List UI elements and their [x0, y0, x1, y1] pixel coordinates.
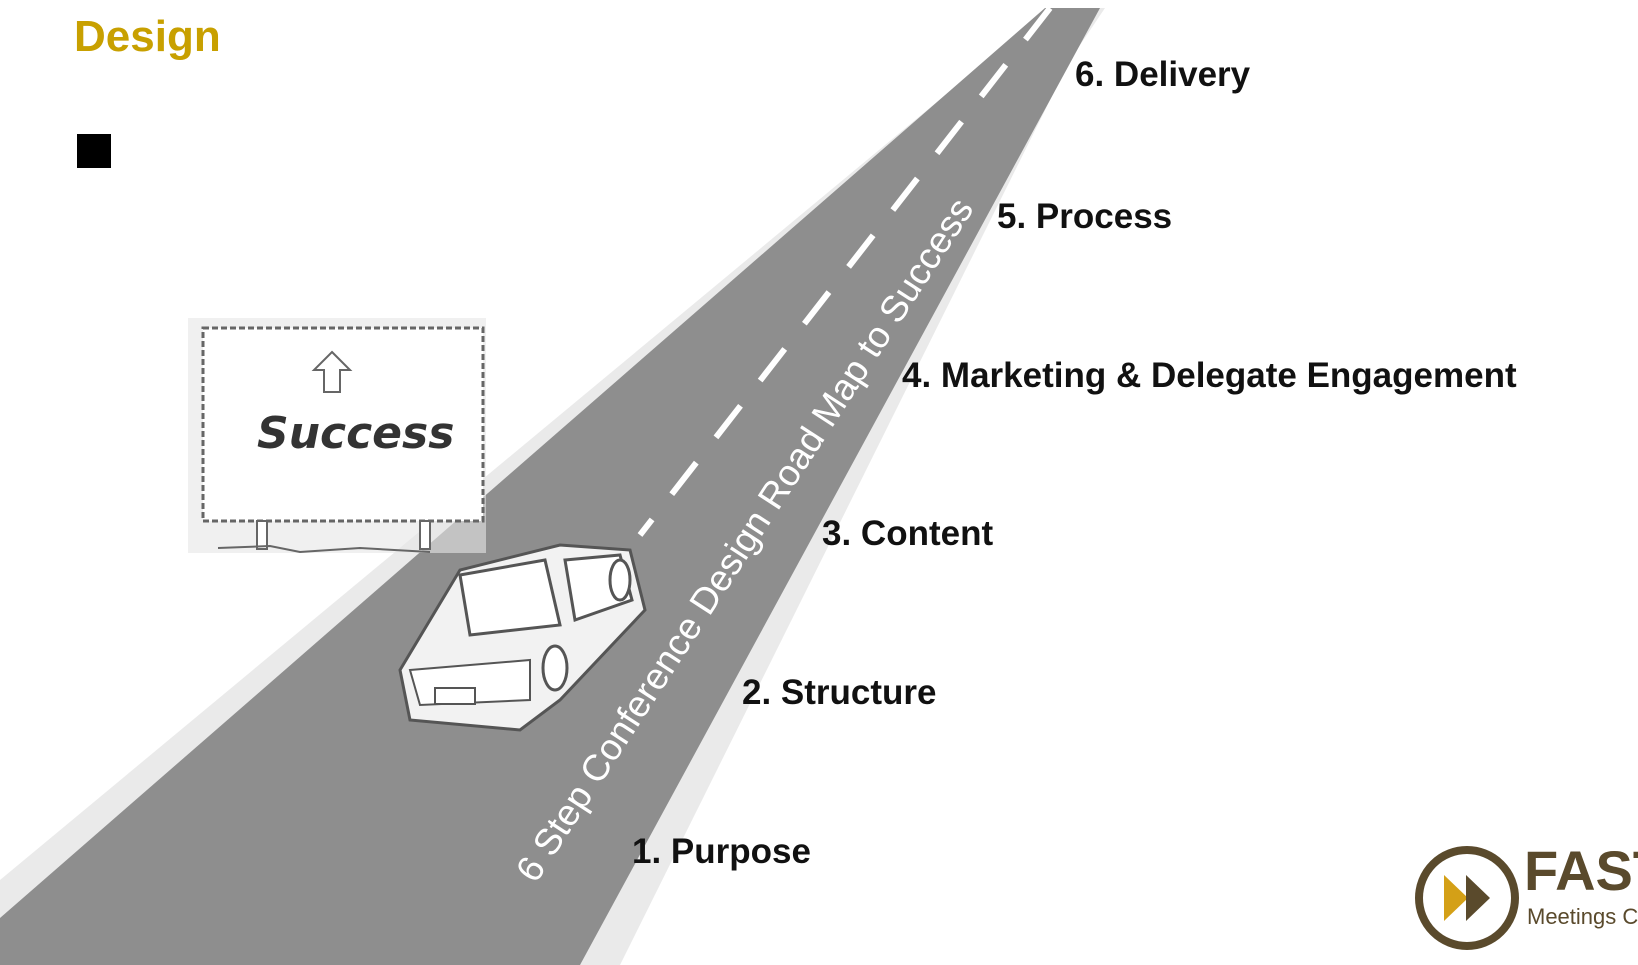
logo-tagline: Meetings C	[1527, 904, 1638, 929]
car-illustration	[398, 543, 647, 732]
logo-wordmark: FAST	[1524, 839, 1638, 902]
road	[0, 8, 1100, 965]
bullet-square	[77, 134, 111, 168]
company-logo: FAST Meetings C	[1412, 838, 1638, 965]
step-6-label: 6. Delivery	[1075, 55, 1251, 94]
slide-title: Design	[74, 12, 221, 61]
step-1-label: 1. Purpose	[632, 832, 811, 871]
billboard-sign	[188, 318, 486, 554]
road-center-line	[637, 6, 1053, 537]
step-3-label: 3. Content	[822, 514, 994, 553]
step-2-label: 2. Structure	[742, 673, 937, 712]
step-5-label: 5. Process	[997, 197, 1173, 236]
fast-forward-icon	[1415, 846, 1519, 950]
step-4-label: 4. Marketing & Delegate Engagement	[902, 356, 1517, 395]
billboard-text: Success	[257, 408, 455, 459]
up-arrow-icon	[311, 350, 353, 393]
